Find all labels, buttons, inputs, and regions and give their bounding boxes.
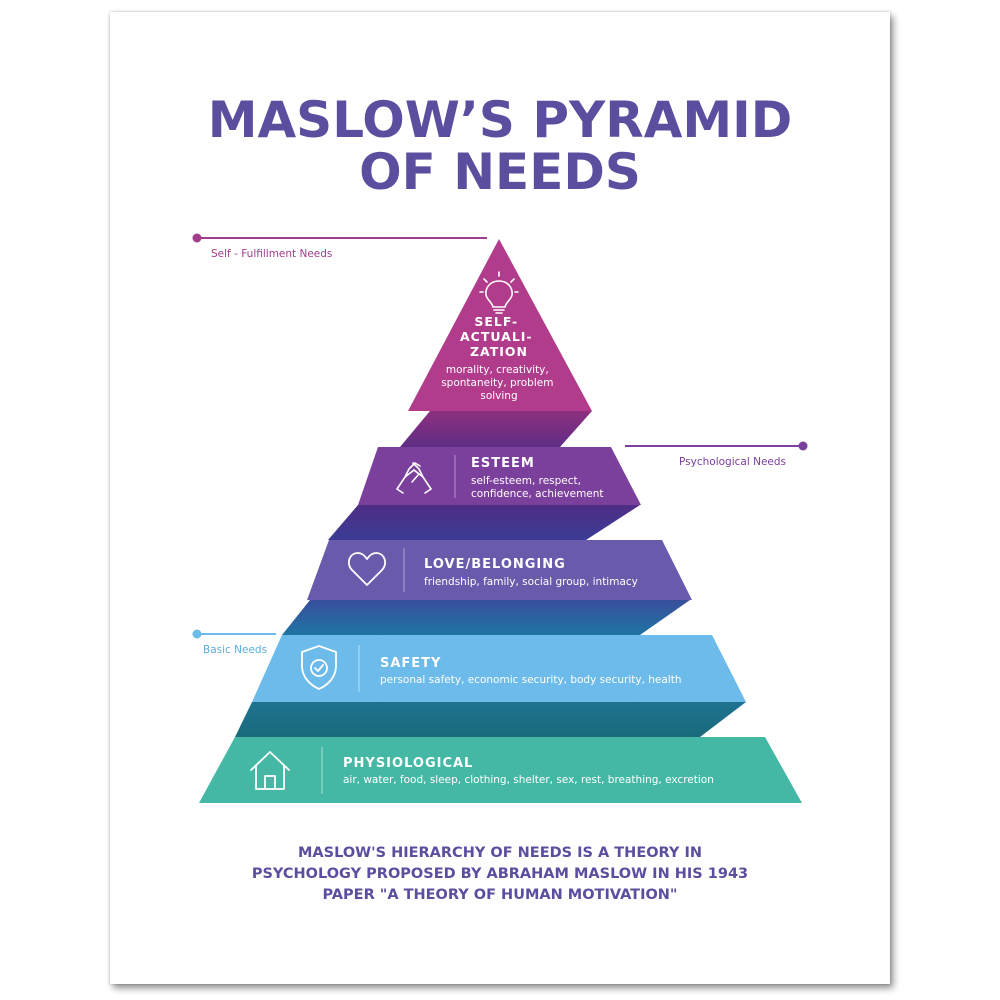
love-belonging-shape — [307, 540, 692, 600]
handshake-icon — [396, 462, 432, 494]
footer-line-2: PSYCHOLOGY PROPOSED BY ABRAHAM MASLOW IN… — [251, 866, 749, 882]
category-label-self-fulfillment: Self - Fulfillment Needs — [211, 248, 332, 260]
esteem-desc-line-2: confidence, achievement — [471, 488, 604, 500]
love-belonging-desc: friendship, family, social group, intima… — [424, 576, 638, 588]
physiological-desc: air, water, food, sleep, clothing, shelt… — [343, 774, 714, 786]
level-self-actualization: SELF- ACTUALI- ZATION morality, creativi… — [408, 239, 592, 411]
category-self-fulfillment: Self - Fulfillment Needs — [192, 233, 487, 260]
safety-shape — [252, 635, 746, 702]
self-actualization-name-line-1: SELF- — [474, 314, 518, 329]
title-line-1: MASLOW’S PYRAMID — [207, 91, 793, 149]
footer-line-1: MASLOW'S HIERARCHY OF NEEDS IS A THEORY … — [298, 845, 702, 861]
self-actualization-shape — [408, 239, 592, 411]
connector-top — [400, 411, 592, 447]
connector-esteem-love — [328, 505, 640, 540]
level-esteem: ESTEEM self-esteem, respect, confidence,… — [358, 447, 641, 505]
footer-line-3: PAPER "A THEORY OF HUMAN MOTIVATION" — [322, 887, 678, 903]
self-actualization-desc-line-2: spontaneity, problem — [441, 377, 553, 389]
esteem-name: ESTEEM — [471, 456, 535, 471]
level-safety: SAFETY personal safety, economic securit… — [252, 635, 746, 702]
level-physiological: PHYSIOLOGICAL air, water, food, sleep, c… — [199, 737, 802, 803]
level-love-belonging: LOVE/BELONGING friendship, family, socia… — [307, 540, 692, 600]
svg-text:morality, creativity, sp: morality, creativity, spontaneity, probl… — [441, 364, 557, 402]
self-actualization-desc-line-3: solving — [480, 390, 517, 402]
self-actualization-name-line-2: ACTUALI- — [460, 329, 533, 344]
connector-love-safety — [282, 600, 690, 635]
lightbulb-icon — [479, 271, 519, 314]
category-basic: Basic Needs — [192, 629, 276, 656]
love-belonging-name: LOVE/BELONGING — [424, 557, 566, 572]
category-label-psychological: Psychological Needs — [679, 456, 786, 468]
safety-desc: personal safety, economic security, body… — [380, 674, 681, 686]
self-actualization-desc-line-1: morality, creativity, — [446, 364, 549, 376]
category-psychological: Psychological Needs — [625, 441, 808, 468]
self-actualization-name-line-3: ZATION — [470, 344, 528, 359]
connector-safety-physio — [235, 702, 746, 737]
svg-text:self-esteem, respect, co: self-esteem, respect, confidence, achiev… — [471, 475, 604, 500]
category-label-basic: Basic Needs — [203, 644, 267, 656]
title-line-2: OF NEEDS — [359, 143, 641, 201]
svg-text:SELF- ACTUALI- ZAT: SELF- ACTUALI- ZATION — [460, 314, 538, 359]
physiological-shape — [199, 737, 802, 803]
esteem-desc-line-1: self-esteem, respect, — [471, 475, 581, 487]
physiological-name: PHYSIOLOGICAL — [343, 756, 473, 771]
shield-check-icon — [301, 645, 337, 690]
safety-name: SAFETY — [380, 656, 441, 671]
house-icon — [250, 751, 290, 790]
heart-icon — [347, 552, 387, 586]
